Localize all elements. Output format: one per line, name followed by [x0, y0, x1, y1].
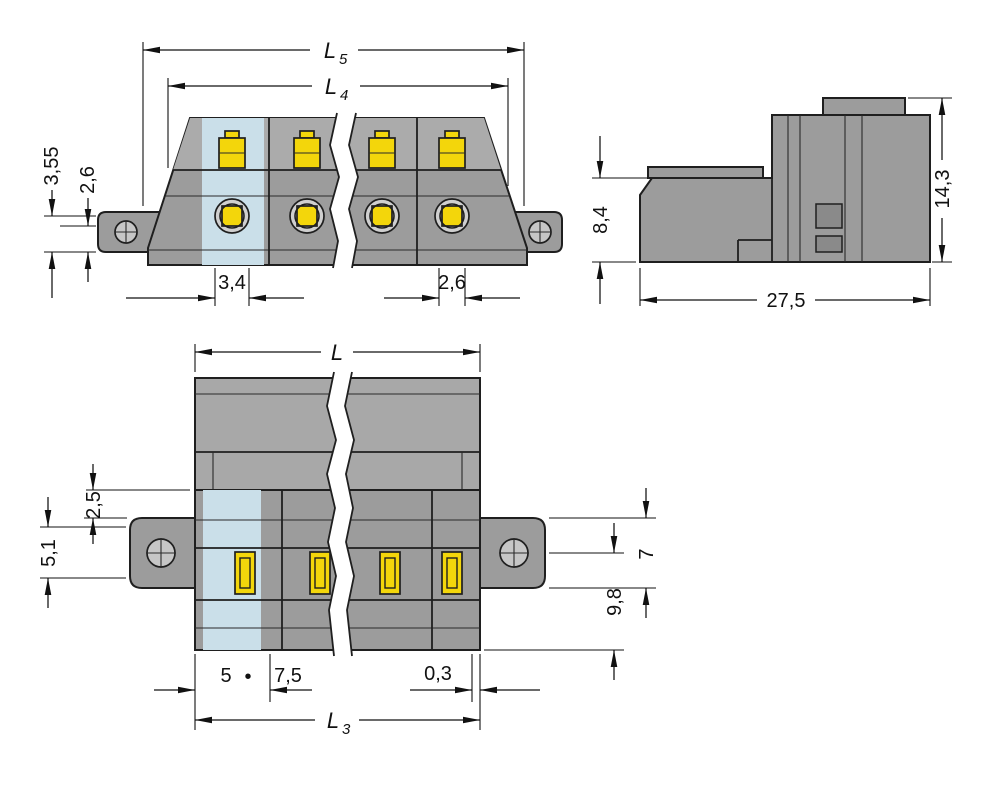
contact-window — [379, 551, 401, 595]
dim-l4-sub: 4 — [340, 87, 348, 104]
clamp-opening — [434, 198, 470, 234]
plan-view: L 2,5 5,1 7 9,8 — [38, 340, 658, 738]
plan-contact-windows — [234, 551, 463, 595]
clamp-opening — [214, 198, 250, 234]
contact-square — [218, 130, 246, 169]
dim-355: 3,55 — [41, 147, 96, 298]
side-top-rib — [822, 97, 906, 116]
dim-51-label: 5,1 — [38, 539, 60, 567]
dim-26-left: 2,6 — [60, 166, 99, 282]
dim-pitch-separator: • — [244, 666, 251, 688]
clamp-opening — [289, 198, 325, 234]
contact-square — [368, 130, 396, 169]
dim-7: 7 — [549, 488, 658, 618]
dim-03-label: 0,3 — [424, 663, 452, 685]
dim-l4-label: L — [325, 74, 337, 99]
dim-51: 5,1 — [38, 497, 126, 608]
plan-flange-left — [129, 517, 196, 589]
contact-square — [438, 130, 466, 169]
front-flange-right — [514, 211, 563, 253]
dim-l: L — [194, 340, 481, 372]
dim-26-bottom: 2,6 — [384, 268, 520, 306]
dim-l3: L 3 — [194, 654, 481, 738]
front-break-mark — [329, 112, 359, 269]
front-contact-squares — [218, 130, 466, 169]
contact-window — [441, 551, 463, 595]
contact-window — [234, 551, 256, 595]
dim-84-label: 8,4 — [590, 206, 612, 234]
contact-window — [309, 551, 331, 595]
dim-25-label: 2,5 — [83, 491, 105, 519]
side-slot — [815, 203, 843, 229]
dim-25: 2,5 — [83, 464, 190, 544]
dim-26-left-label: 2,6 — [77, 166, 99, 194]
contact-square — [293, 130, 321, 169]
side-slot — [815, 235, 843, 253]
dim-143: 14,3 — [908, 97, 954, 263]
dim-26-bottom-label: 2,6 — [438, 272, 466, 294]
dim-pitch-a-label: 5 — [220, 665, 231, 687]
dim-143-label: 14,3 — [932, 170, 954, 209]
dim-84: 8,4 — [590, 136, 648, 304]
dim-l5-label: L — [324, 38, 336, 63]
dim-98-label: 9,8 — [604, 588, 626, 616]
side-body — [639, 114, 931, 263]
side-view: 8,4 14,3 27,5 — [590, 97, 954, 312]
dim-l3-sub: 3 — [342, 721, 351, 738]
dim-l4: L 4 — [167, 74, 509, 186]
dim-pitch-b-label: 7,5 — [274, 665, 302, 687]
dim-pitch: 5 • 7,5 — [154, 654, 312, 702]
front-flange-left — [97, 211, 161, 253]
front-clamp-openings — [214, 198, 470, 234]
plan-flange-right — [479, 517, 546, 589]
side-latch — [647, 166, 764, 179]
clamp-opening — [364, 198, 400, 234]
dim-34-label: 3,4 — [218, 272, 246, 294]
dim-34: 3,4 — [126, 268, 304, 306]
dim-275: 27,5 — [639, 268, 931, 312]
dim-l-label: L — [331, 340, 343, 365]
dim-l5-sub: 5 — [339, 51, 348, 68]
dim-03: 0,3 — [410, 654, 540, 702]
dim-7-label: 7 — [636, 548, 658, 559]
plan-break-mark — [326, 371, 355, 657]
dim-275-label: 27,5 — [767, 290, 806, 312]
dim-98: 9,8 — [484, 523, 626, 680]
dim-355-label: 3,55 — [41, 147, 63, 186]
front-view: L 5 L 4 3,55 2,6 3,4 — [41, 38, 563, 306]
dim-l3-label: L — [327, 708, 339, 733]
dim-l5: L 5 — [142, 38, 525, 206]
